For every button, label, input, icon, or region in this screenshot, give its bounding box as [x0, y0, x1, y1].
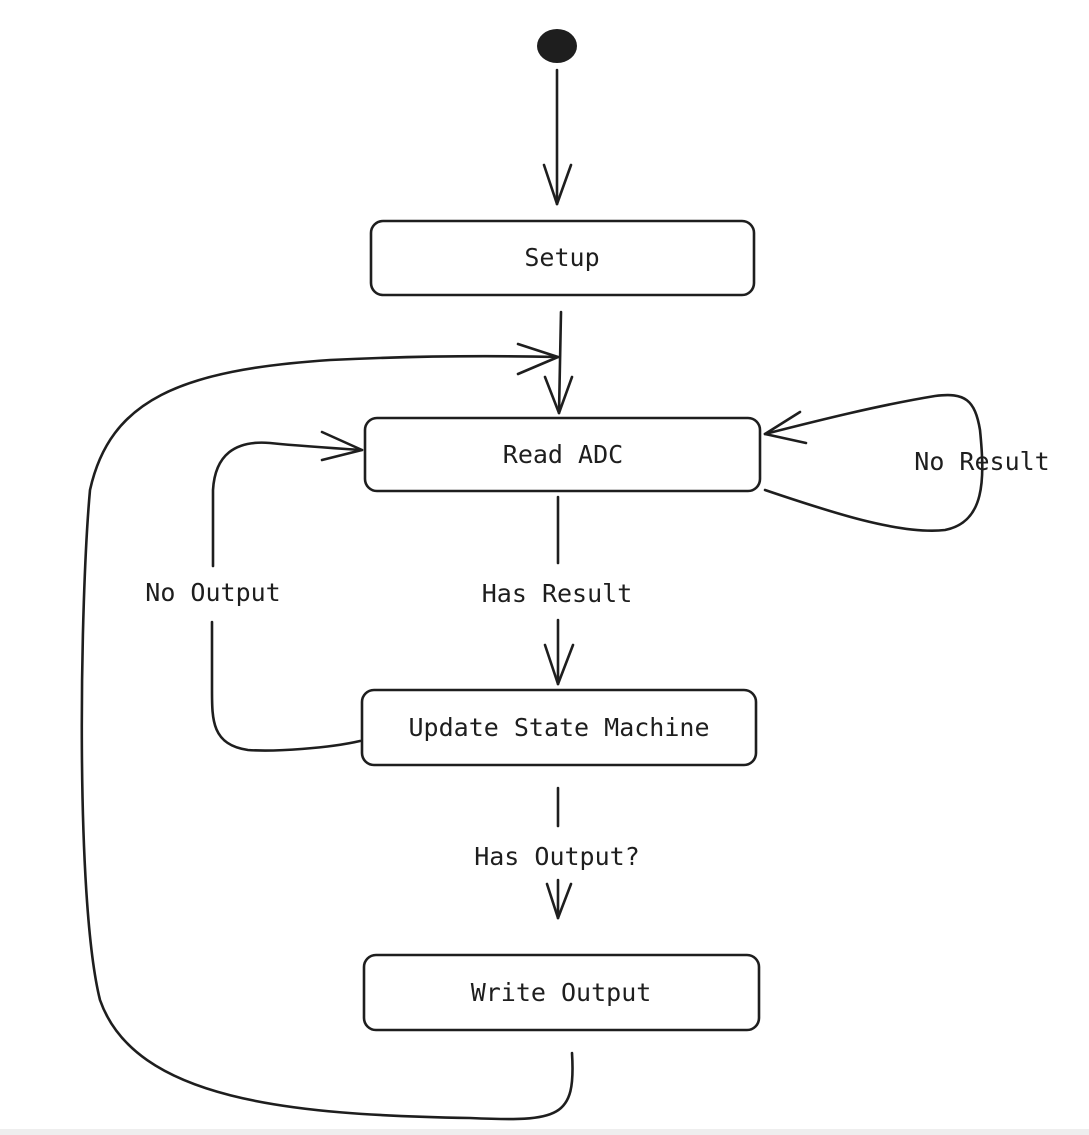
- edge-label-no-result: No Result: [914, 447, 1049, 476]
- node-update-state-machine[interactable]: Update State Machine: [360, 688, 758, 767]
- edge-setup-to-read-adc: [543, 310, 574, 415]
- node-update-state-machine-label: Update State Machine: [408, 713, 709, 742]
- node-write-output[interactable]: Write Output: [362, 953, 761, 1032]
- edge-label-no-output: No Output: [145, 578, 280, 607]
- edge-label-has-result: Has Result: [482, 579, 633, 608]
- edge-start-to-setup: [542, 68, 573, 206]
- node-read-adc-label: Read ADC: [503, 440, 623, 469]
- initial-state-dot: [537, 29, 577, 63]
- node-setup-label: Setup: [524, 243, 599, 272]
- edge-no-result-self-loop: [763, 393, 984, 532]
- node-read-adc[interactable]: Read ADC: [363, 416, 762, 493]
- node-write-output-label: Write Output: [471, 978, 652, 1007]
- edge-write-output-to-read-adc: [80, 342, 574, 1121]
- node-setup[interactable]: Setup: [369, 219, 756, 297]
- edge-read-adc-to-update: [543, 495, 575, 686]
- bottom-edge-strip: [0, 1129, 1089, 1135]
- edge-label-has-output: Has Output?: [474, 842, 640, 871]
- edge-update-to-write-output: [545, 786, 573, 920]
- edge-update-to-read-adc: [210, 430, 364, 752]
